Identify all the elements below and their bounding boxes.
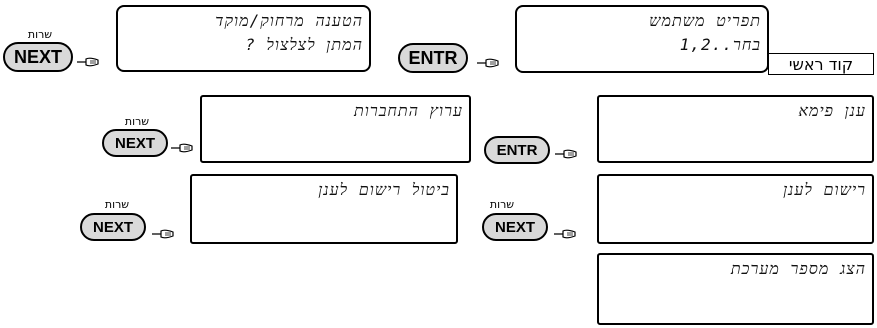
lcd-confirm-call: הטענה מרחוק/מוקד המתן לצלצול ? [116, 5, 371, 72]
main-code-label: קוד ראשי [768, 53, 874, 75]
entr-key-top[interactable]: ENTR [398, 43, 468, 73]
pointing-hand-icon [171, 143, 193, 153]
lcd-comm-channel-line1: ערוץ התחברות [354, 101, 463, 120]
next-key-top[interactable]: NEXT [3, 42, 73, 72]
pointing-hand-icon [554, 229, 576, 239]
pointing-hand-icon [477, 58, 499, 68]
lcd-confirm-call-line2: המתן לצלצול ? [245, 35, 363, 54]
next-key-bottom-right[interactable]: NEXT [482, 213, 548, 241]
lcd-confirm-call-line1: הטענה מרחוק/מוקד [215, 11, 363, 30]
lcd-show-system-number: הצג מספר מערכת [597, 253, 874, 325]
lcd-show-system-number-line1: הצג מספר מערכת [730, 259, 866, 278]
lcd-main-menu: תפריט משתמש בחר..1,2 [515, 5, 769, 73]
pointing-hand-icon [152, 229, 174, 239]
shirut-label-middle: שרות [124, 115, 150, 128]
entr-key-middle[interactable]: ENTR [484, 136, 550, 164]
lcd-main-menu-line1: תפריט משתמש [649, 11, 761, 30]
lcd-main-menu-line2: בחר..1,2 [679, 35, 761, 54]
lcd-register-cloud: רישום לענן [597, 174, 874, 244]
lcd-register-cloud-line1: רישום לענן [783, 180, 866, 199]
shirut-label-bottom-left: שרות [104, 198, 130, 211]
shirut-label-top: שרות [27, 28, 53, 41]
lcd-unregister-cloud-line1: ביטול רישום לענן [318, 180, 450, 199]
next-key-bottom-left[interactable]: NEXT [80, 213, 146, 241]
lcd-comm-channel: ערוץ התחברות [200, 95, 471, 163]
next-key-middle[interactable]: NEXT [102, 129, 168, 157]
shirut-label-bottom-right: שרות [489, 198, 515, 211]
lcd-unregister-cloud: ביטול רישום לענן [190, 174, 458, 244]
lcd-answer-call-line1: ענן פימא [798, 101, 866, 120]
lcd-answer-call: ענן פימא [597, 95, 874, 163]
pointing-hand-icon [555, 149, 577, 159]
pointing-hand-icon [77, 57, 99, 67]
